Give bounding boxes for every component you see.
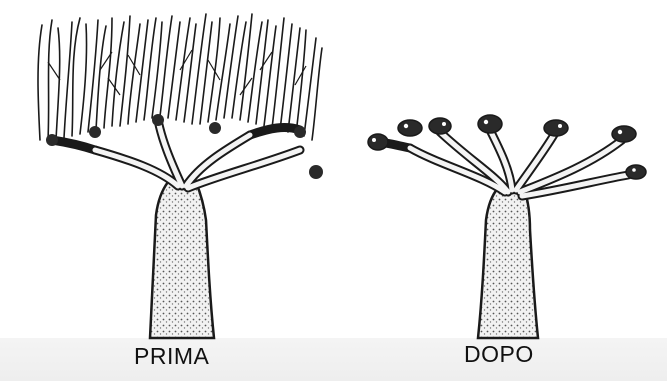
- shoots-before: [38, 14, 322, 140]
- tree-after: [368, 115, 646, 338]
- label-after: DOPO: [464, 341, 534, 368]
- trunk-after: [478, 188, 538, 338]
- tree-before: [38, 14, 323, 338]
- label-before: PRIMA: [134, 343, 209, 370]
- trunk-before: [150, 182, 214, 338]
